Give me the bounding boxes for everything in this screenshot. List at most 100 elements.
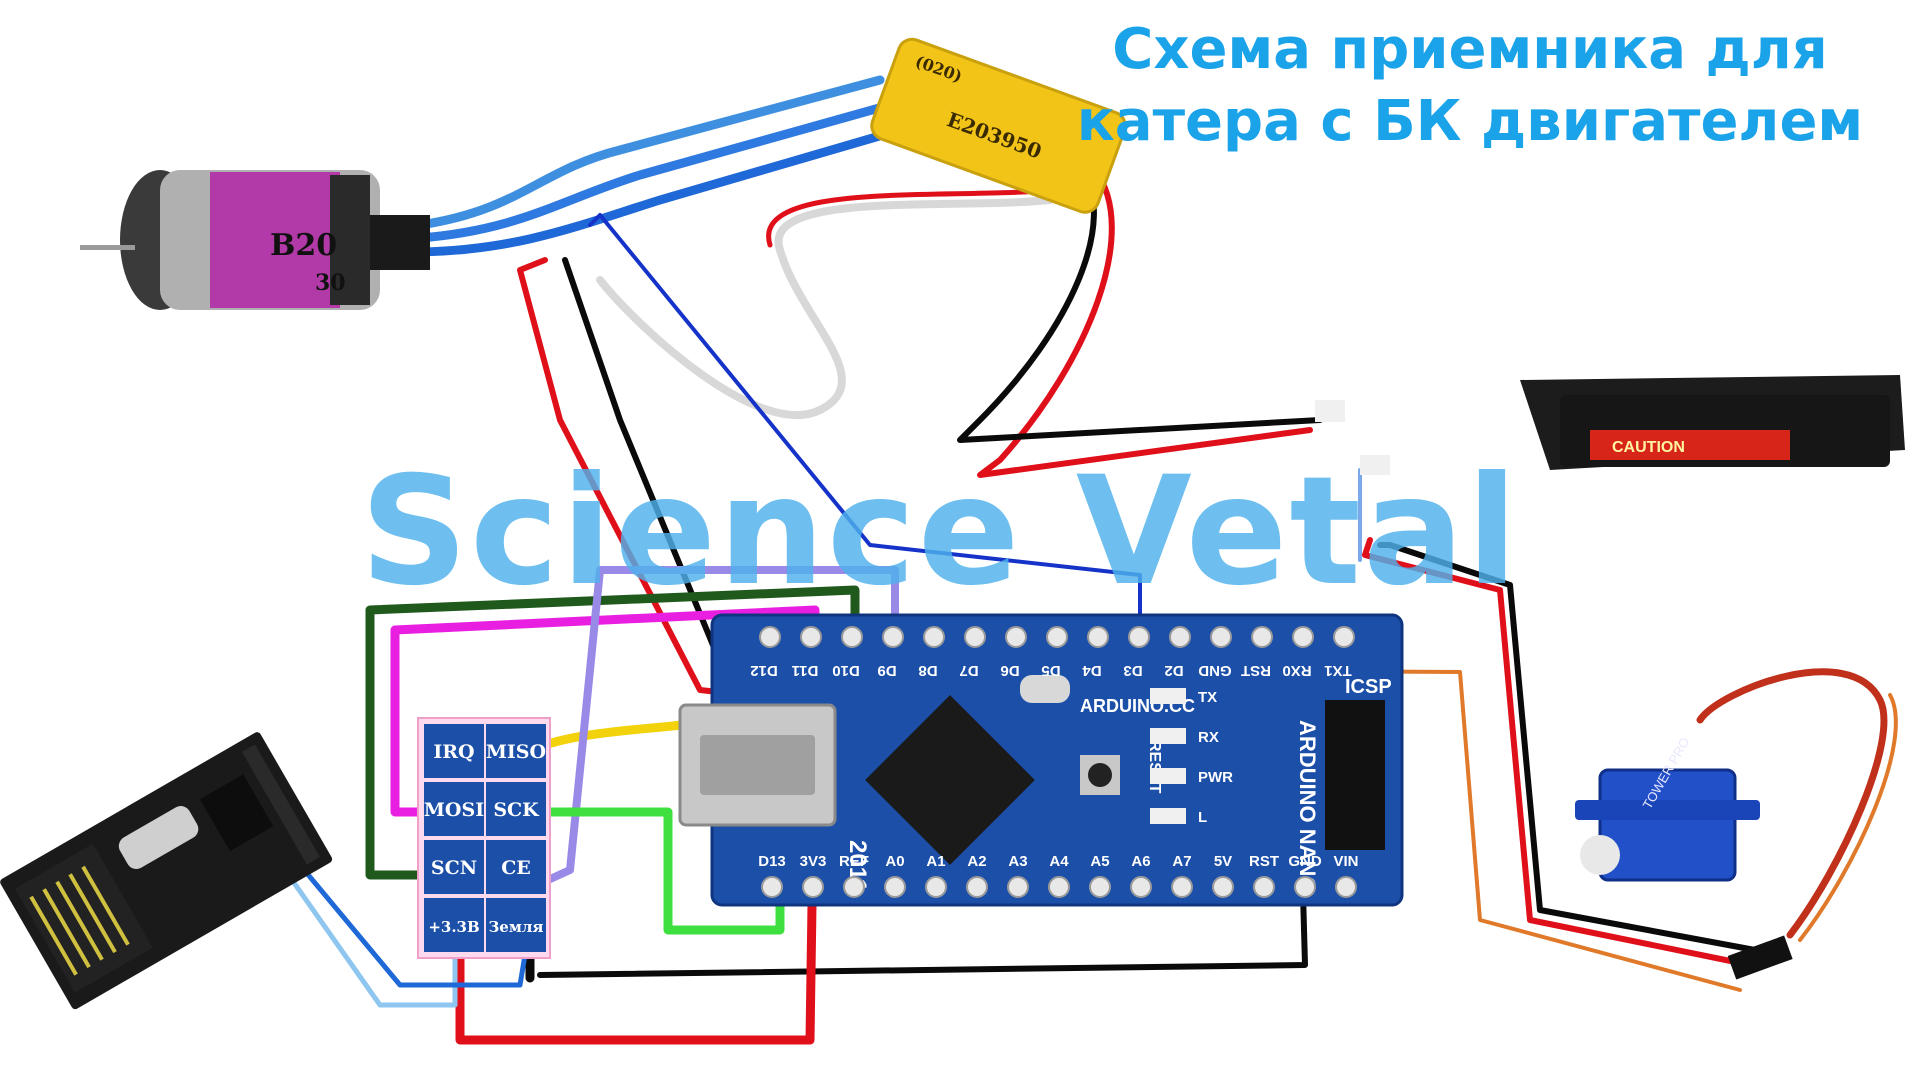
bottom-pin-label: A5 [1090, 853, 1109, 870]
bottom-pin-hole[interactable] [1294, 876, 1316, 898]
status-led [1150, 808, 1186, 824]
led-label: L [1198, 809, 1207, 826]
top-pin-hole[interactable] [759, 626, 781, 648]
radio-pin-cell [486, 840, 546, 894]
bottom-pin-label: RST [1249, 853, 1279, 870]
radio-pin-label: MOSI [424, 799, 484, 821]
bottom-pin-hole[interactable] [1130, 876, 1152, 898]
radio-pin-label: Земля [488, 918, 543, 936]
battery-label: CAUTION [1612, 439, 1685, 456]
atmega-chip [865, 695, 1035, 865]
top-pin-hole[interactable] [964, 626, 986, 648]
motor-label-2: 30 [315, 270, 346, 296]
arduino-nano-board: ICSP ARDUINO.CC ARDUINO NANO 2011 RESET … [678, 613, 1404, 907]
top-pin-label: D2 [1164, 662, 1183, 679]
bottom-pin-hole[interactable] [761, 876, 783, 898]
bottom-pin-label: A3 [1008, 853, 1027, 870]
top-pin-hole[interactable] [882, 626, 904, 648]
top-pin-label: D11 [792, 662, 819, 679]
top-pin-label: D7 [959, 662, 978, 679]
servo-red-wire [1362, 537, 1753, 968]
top-pin-hole[interactable] [1005, 626, 1027, 648]
top-pin-label: D3 [1123, 662, 1142, 679]
top-pin-label: GND [1198, 662, 1232, 679]
bottom-pin-hole[interactable] [1253, 876, 1275, 898]
radio-pin-cell [486, 724, 546, 778]
reset-label: RESET [1146, 740, 1163, 794]
bottom-pin-label: A2 [967, 853, 986, 870]
bottom-pin-label: A7 [1172, 853, 1191, 870]
radio-pin-label: MISO [486, 741, 546, 763]
top-pin-hole[interactable] [1210, 626, 1232, 648]
top-pin-hole[interactable] [800, 626, 822, 648]
top-pin-hole[interactable] [1292, 626, 1314, 648]
radio-pin-label: SCN [431, 857, 477, 879]
bottom-pin-hole[interactable] [925, 876, 947, 898]
servo-lead-loop [1696, 668, 1888, 939]
status-led [1150, 728, 1186, 744]
top-pin-hole[interactable] [1251, 626, 1273, 648]
top-pin-hole[interactable] [1046, 626, 1068, 648]
nrf24-radio-module [0, 732, 333, 1010]
top-pin-label: D5 [1041, 662, 1060, 679]
blue-signal-wire [588, 213, 1142, 634]
bottom-pin-label: 3V3 [800, 853, 827, 870]
radio-pin-cell [424, 840, 484, 894]
servo-lead-loop-orange [1798, 693, 1898, 942]
bottom-pin-label: A1 [926, 853, 945, 870]
diagram-title: Схема приемника для катера с БК двигател… [1040, 14, 1900, 158]
bottom-pin-hole[interactable] [1048, 876, 1070, 898]
bottom-pin-hole[interactable] [802, 876, 824, 898]
top-pin-hole[interactable] [841, 626, 863, 648]
top-pin-label: D8 [918, 662, 937, 679]
top-pin-label: D4 [1082, 662, 1102, 679]
bottom-pin-hole[interactable] [1089, 876, 1111, 898]
motor-phase-wire-1 [415, 75, 885, 230]
bottom-pin-label: A6 [1131, 853, 1150, 870]
esc-battery-red-wire [977, 167, 1313, 478]
top-pin-label: D10 [832, 662, 860, 679]
scn-green-wire [365, 585, 860, 880]
bottom-pin-label: A0 [885, 853, 904, 870]
servo-motor: TOWER PRO [1575, 735, 1793, 980]
bottom-pin-hole[interactable] [1335, 876, 1357, 898]
esc-signal-loop-wire [596, 196, 1054, 420]
title-line-1: Схема приемника для [1112, 17, 1828, 82]
top-pin-hole[interactable] [1169, 626, 1191, 648]
bottom-pin-hole[interactable] [1212, 876, 1234, 898]
top-pin-hole[interactable] [1333, 626, 1355, 648]
esc-battery-black-wire [957, 162, 1323, 443]
esc-controller: E203950 (020) [870, 37, 1127, 214]
led-label: PWR [1198, 769, 1233, 786]
bottom-pin-hole[interactable] [1007, 876, 1029, 898]
top-pin-label: TX1 [1324, 662, 1352, 679]
top-pin-label: RST [1241, 662, 1271, 679]
status-led [1150, 688, 1186, 704]
bottom-pin-hole[interactable] [843, 876, 865, 898]
bottom-pin-hole[interactable] [966, 876, 988, 898]
servo-black-wire [1377, 542, 1758, 953]
bottom-pin-label: VIN [1333, 853, 1358, 870]
crystal [1020, 675, 1070, 703]
top-pin-hole[interactable] [1128, 626, 1150, 648]
led-label: TX [1198, 689, 1217, 706]
icsp-header [1325, 700, 1385, 850]
motor-label: B20 [270, 228, 337, 263]
radio-pin-label: +3.3В [428, 918, 479, 936]
top-pin-hole[interactable] [1087, 626, 1109, 648]
radio-pin-cell [424, 724, 484, 778]
bottom-pin-label: REF [839, 853, 869, 870]
top-pin-label: RX0 [1282, 662, 1311, 679]
top-pin-hole[interactable] [923, 626, 945, 648]
bottom-pin-hole[interactable] [1171, 876, 1193, 898]
top-pin-label: D6 [1000, 662, 1019, 679]
radio-pin-cell [486, 898, 546, 952]
bottom-pin-label: GND [1288, 853, 1322, 870]
status-led [1150, 768, 1186, 784]
title-line-2: катера с БК двигателем [1076, 89, 1864, 154]
icsp-label: ICSP [1345, 676, 1392, 698]
top-pin-label: D9 [877, 662, 896, 679]
bottom-pin-hole[interactable] [884, 876, 906, 898]
